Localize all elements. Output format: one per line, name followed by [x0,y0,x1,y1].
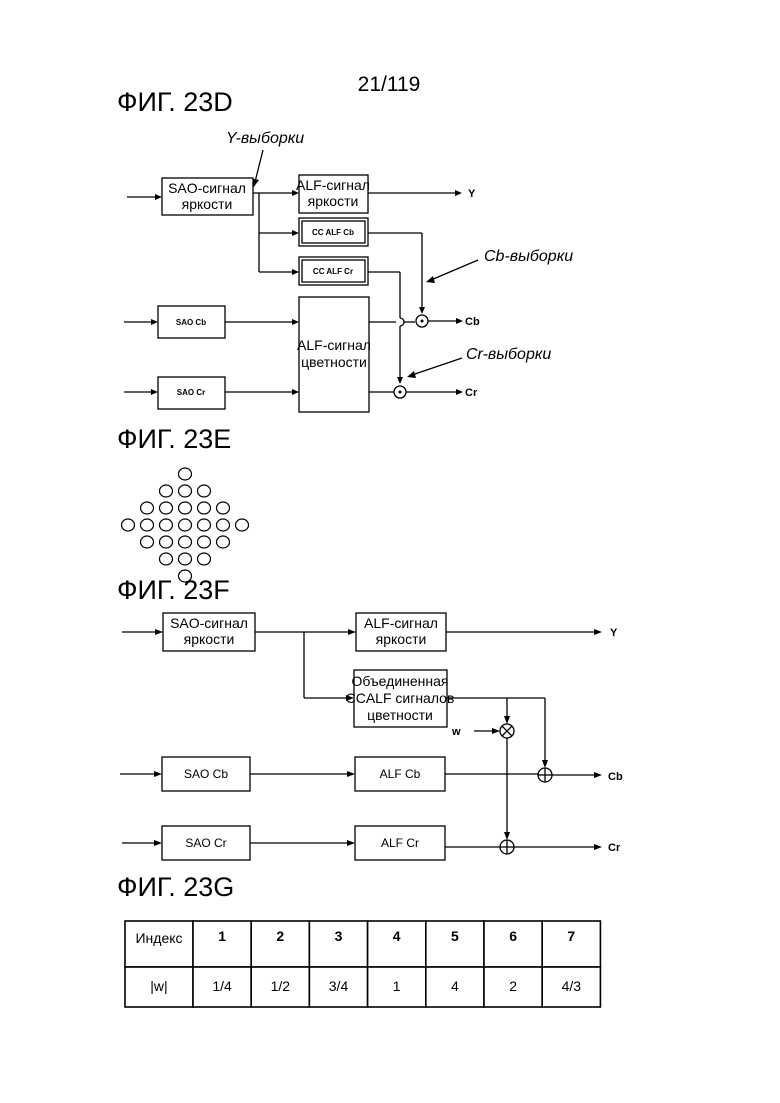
filter-tap-circle [160,502,173,514]
cb-samples-label: Cb-выборки [484,248,573,265]
table-weight-value: 1/2 [271,978,291,994]
fig-23f-output-y: Y [610,627,618,639]
sao-cb-label: SAO Cb [176,318,206,327]
filter-tap-circle [179,553,192,565]
filter-tap-circle [160,485,173,497]
table-index-value: 7 [567,928,575,944]
filter-tap-circle [198,485,211,497]
filter-tap-circle [198,502,211,514]
filter-tap-circle [217,502,230,514]
fig-23g: ФИГ. 23G Индекс |w| 1 1/4 2 1/2 3 3/4 4 1 5 4 6 2 7 4/3 [117,872,600,1007]
filter-tap-circle [198,519,211,531]
alf-chroma-label-2: цветности [301,354,367,370]
table-header-label: Индекс [135,930,182,946]
table-index-value: 2 [276,928,284,944]
filter-tap-circle [141,519,154,531]
table-index-value: 4 [393,928,401,944]
f-sao-cb-label: SAO Cb [184,767,228,781]
alf-luma-label-1: ALF-сигнал [296,177,370,193]
y-samples-pointer [255,150,263,182]
alf-chroma-label-1: ALF-сигнал [297,337,371,353]
filter-tap-circle [198,536,211,548]
fig-23d-output-cb: Cb [465,316,480,328]
table-index-value: 1 [218,928,226,944]
filter-tap-circle [141,536,154,548]
filter-tap-circle [236,519,249,531]
table-weight-value: 2 [509,978,517,994]
alf-luma-label-2: яркости [308,193,359,209]
table-weight-value: 1 [393,978,401,994]
filter-tap-circle [179,502,192,514]
fig-23f-output-cr: Cr [608,842,621,854]
fig-23f-output-cb: Cb [608,771,623,783]
f-sao-luma-label-1: SAO-сигнал [170,615,248,631]
cc-alf-cr-label: CC ALF Cr [313,267,353,276]
table-index-value: 5 [451,928,459,944]
table-weight-value: 4/3 [562,978,582,994]
diamond-filter-shape [122,468,249,582]
cr-samples-label: Cr-выборки [466,346,551,363]
f-sao-cr-label: SAO Cr [185,836,226,850]
fig-23f: ФИГ. 23F SAO-сигнал яркости ALF-сигнал я… [117,575,623,860]
filter-tap-circle [179,485,192,497]
filter-tap-circle [141,502,154,514]
joint-ccalf-label-2: CCALF сигналов [346,690,455,706]
fig-23f-title: ФИГ. 23F [117,575,230,605]
sao-cr-label: SAO Cr [177,388,205,397]
filter-tap-circle [122,519,135,531]
filter-tap-circle [179,536,192,548]
joint-ccalf-label-1: Объединенная [351,673,448,689]
table-index-value: 3 [335,928,343,944]
filter-tap-circle [217,536,230,548]
fig-23d-title: ФИГ. 23D [117,87,233,117]
filter-tap-circle [198,553,211,565]
joint-ccalf-label-3: цветности [367,707,433,723]
filter-tap-circle [179,468,192,480]
f-alf-cb-label: ALF Cb [380,767,421,781]
f-sao-luma-label-2: яркости [184,631,235,647]
fig-23e-title: ФИГ. 23E [117,424,231,454]
fig-23g-title: ФИГ. 23G [117,872,234,902]
table-weight-value: 1/4 [212,978,232,994]
filter-tap-circle [160,553,173,565]
sao-luma-label-1: SAO-сигнал [168,180,246,196]
filter-tap-circle [160,519,173,531]
table-weight-value: 3/4 [329,978,349,994]
table-weight-value: 4 [451,978,459,994]
weight-index-table: Индекс |w| 1 1/4 2 1/2 3 3/4 4 1 5 4 6 2 7 4/3 [125,921,600,1007]
f-alf-cr-label: ALF Cr [381,836,419,850]
fig-23d-output-cr: Cr [465,387,478,399]
fig-23e: ФИГ. 23E [117,424,249,582]
filter-tap-circle [160,536,173,548]
filter-tap-circle [179,519,192,531]
table-row-label: |w| [150,978,167,994]
fig-23d: ФИГ. 23D Y-выборки SAO-сигнал яркости AL… [117,87,573,412]
f-alf-luma-label-2: яркости [376,631,427,647]
sao-luma-label-2: яркости [182,196,233,212]
table-index-value: 6 [509,928,517,944]
fig-23d-output-y: Y [468,188,476,200]
y-samples-label: Y-выборки [226,130,304,147]
filter-tap-circle [217,519,230,531]
cc-alf-cb-label: CC ALF Cb [312,228,354,237]
f-alf-luma-label-1: ALF-сигнал [364,615,438,631]
page-number: 21/119 [358,73,421,96]
weight-label: w [451,726,461,738]
